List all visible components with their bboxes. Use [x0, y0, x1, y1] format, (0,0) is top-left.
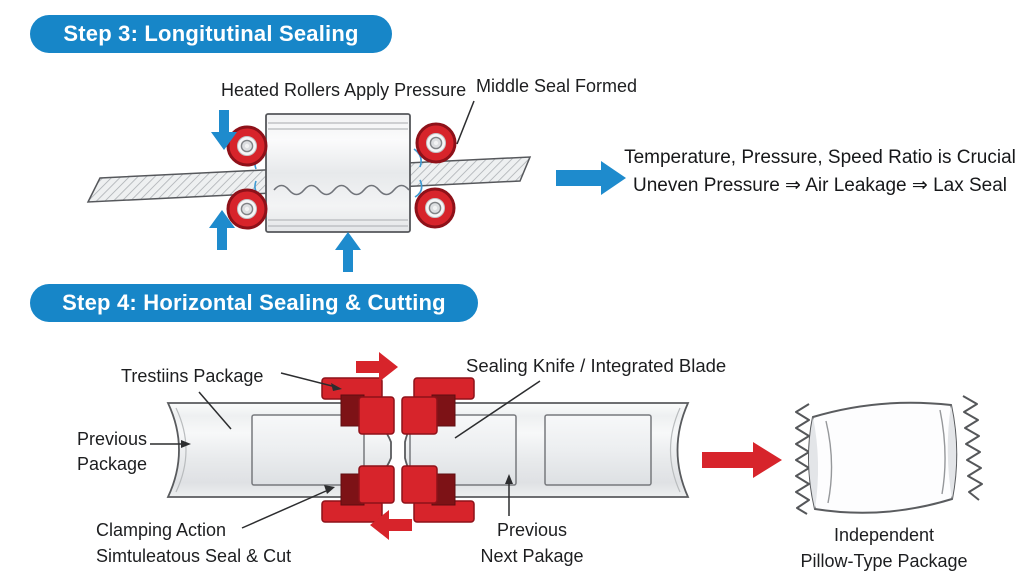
heated-roller-top-right [415, 122, 457, 164]
label-pillow-line2: Pillow-Type Package [800, 551, 968, 571]
step3-note-line1: Temperature, Pressure, Speed Ratio is Cr… [624, 147, 1016, 168]
pressure-arrow-up-left-icon [209, 210, 235, 250]
label-clamping-action: Clamping Action Simtuleatous Seal & Cut [96, 517, 291, 569]
pressure-arrow-up-center-icon [335, 232, 361, 272]
step3-note-line2: Uneven Pressure ⇒ Air Leakage ⇒ Lax Seal [632, 175, 1008, 196]
leader-sealing-knife [454, 380, 541, 439]
label-previous-package-line2: Package [76, 454, 148, 474]
label-pillow-package: Independent Pillow-Type Package [784, 522, 984, 574]
leader-trailing-to-clamp [280, 372, 337, 388]
label-pillow-line1: Independent [833, 525, 935, 545]
step4-banner: Step 4: Horizontal Sealing & Cutting [30, 284, 478, 322]
step3-note: Temperature, Pressure, Speed Ratio is Cr… [620, 144, 1020, 200]
step3-banner: Step 3: Longitutinal Sealing [30, 15, 392, 53]
label-clamping-line2: Simtuleatous Seal & Cut [96, 546, 292, 566]
label-next-package-line1: Previous [496, 520, 568, 540]
step3-diagram [86, 100, 626, 272]
label-previous-package: Previous Package [68, 427, 156, 477]
label-heated-rollers: Heated Rollers Apply Pressure [221, 80, 467, 100]
pressure-arrow-down-icon [211, 110, 237, 150]
label-previous-package-line1: Previous [76, 429, 148, 449]
package-rect-right [544, 414, 652, 486]
step4-diagram [150, 352, 983, 540]
leader-middle-seal [456, 100, 475, 145]
package-rect-left [251, 414, 365, 486]
label-sealing-knife: Sealing Knife / Integrated Blade [466, 355, 727, 376]
label-middle-seal: Middle Seal Formed [476, 76, 638, 96]
crimp-right [962, 395, 983, 501]
seal-wave-line [273, 184, 410, 196]
flow-arrow-icon [556, 161, 626, 195]
heated-roller-top-left [226, 125, 268, 167]
label-next-package-line2: Next Pakage [480, 546, 584, 566]
pillow-package [795, 395, 983, 515]
crimp-left [795, 403, 810, 515]
label-next-package: Previous Next Pakage [460, 517, 604, 569]
leader-clamping [241, 490, 327, 529]
clamp-arrow-left-icon [370, 510, 412, 540]
heated-roller-bottom-right [414, 187, 456, 229]
output-arrow-icon [702, 442, 782, 478]
label-clamping-line1: Clamping Action [96, 520, 227, 540]
sealing-drum [265, 113, 411, 233]
leader-trailing-to-package [198, 391, 232, 430]
heated-roller-bottom-left [226, 188, 268, 230]
label-trailing-package: Trestiins Package [121, 366, 264, 386]
sealing-clamp [321, 377, 475, 523]
clamp-arrow-right-icon [356, 352, 398, 382]
